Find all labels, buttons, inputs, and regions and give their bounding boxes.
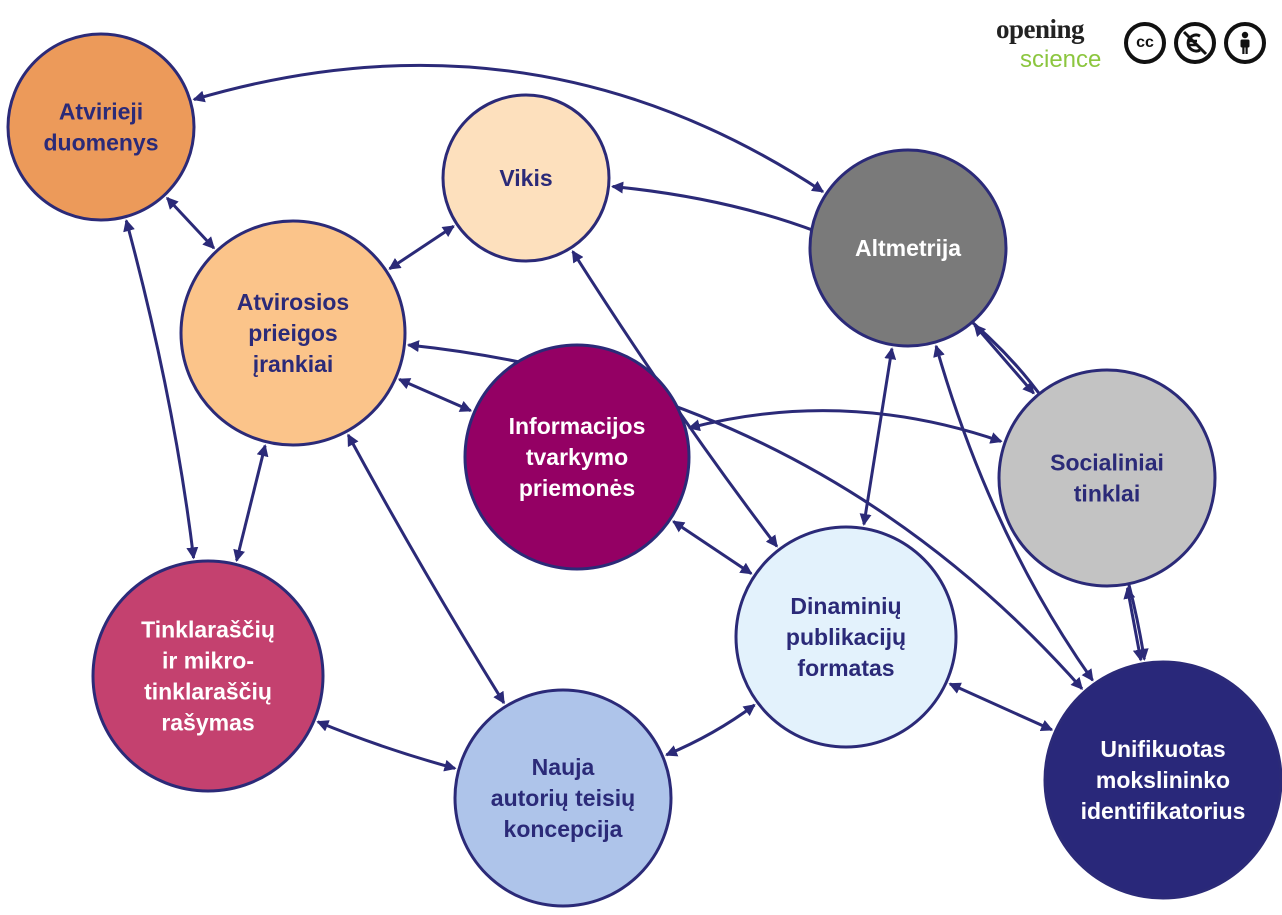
node-circle-dinaminiu	[734, 525, 958, 749]
node-label-atvirosios-1: prieigos	[248, 320, 337, 346]
node-circle-socialiniai	[997, 368, 1217, 588]
node-socialiniai: Socialiniai tinklai	[997, 368, 1217, 588]
node-label-dinaminiu-0: Dinaminių	[790, 593, 901, 619]
node-label-unifikuotas-0: Unifikuotas	[1100, 736, 1225, 762]
logo-word-opening: opening	[996, 14, 1085, 44]
edge-atvirieji-tinklarasciu	[123, 219, 199, 560]
edge-dinaminiu-unifikuotas	[948, 682, 1054, 732]
node-label-nauja-0: Nauja	[532, 754, 595, 780]
node-label-atvirosios-2: įrankiai	[253, 351, 334, 377]
node-label-atvirieji-1: duomenys	[43, 130, 158, 156]
node-label-unifikuotas-2: identifikatorius	[1081, 798, 1246, 824]
edge-informacijos-socialiniai	[687, 409, 1003, 444]
node-label-dinaminiu-1: publikacijų	[786, 624, 906, 650]
node-label-atvirosios-0: Atvirosios	[237, 289, 349, 315]
node-label-informacijos-1: tvarkymo	[526, 444, 628, 470]
node-vikis: Vikis	[441, 93, 611, 263]
nodes-layer: AtviriejiduomenysVikisAltmetrijaAtvirosi…	[6, 32, 1282, 908]
node-label-atvirieji-0: Atvirieji	[59, 99, 143, 125]
node-circle-vikis	[441, 93, 611, 263]
edge-vikis-atvirosios	[388, 224, 455, 271]
edge-socialiniai-unifikuotas	[1123, 586, 1145, 662]
node-atvirieji: Atvirieji duomenys	[6, 32, 196, 222]
edge-informacijos-dinaminiu	[672, 520, 753, 575]
edge-tinklarasciu-nauja	[316, 720, 457, 772]
node-nauja: Nauja autorių teisių koncepcija	[453, 688, 673, 908]
node-label-tinklarasciu-1: ir mikro-	[162, 648, 254, 674]
node-unifikuotas: Unifikuotas mokslininko identifikatorius	[1043, 660, 1282, 900]
node-circle-informacijos	[463, 343, 691, 571]
edge-altmetrija-socialiniai	[973, 323, 1035, 395]
edge-atvirieji-atvirosios	[166, 196, 215, 250]
node-label-socialiniai-0: Socialiniai	[1050, 450, 1164, 476]
node-label-nauja-2: koncepcija	[504, 816, 623, 842]
node-tinklarasciu: Tinklaraščių ir mikro-tinklaraščių rašymas	[91, 559, 325, 793]
node-label-vikis-0: Vikis	[499, 165, 552, 191]
non-commercial-euro-icon	[1174, 22, 1216, 64]
node-informacijos: Informacijos tvarkymo priemonės	[463, 343, 691, 571]
node-label-dinaminiu-2: formatas	[797, 655, 894, 681]
node-circle-nauja	[453, 688, 673, 908]
node-label-socialiniai-1: tinklai	[1074, 481, 1140, 507]
logo-word-science: science	[1020, 46, 1102, 73]
node-circle-atvirieji	[6, 32, 196, 222]
opening-science-logo: opening science cc	[996, 8, 1276, 88]
edge-atvirieji-altmetrija	[192, 63, 825, 193]
node-label-informacijos-2: priemonės	[519, 475, 635, 501]
attribution-person-icon	[1224, 22, 1266, 64]
node-label-altmetrija-0: Altmetrija	[855, 235, 961, 261]
node-label-informacijos-0: Informacijos	[509, 413, 646, 439]
node-altmetrija: Altmetrija	[808, 148, 1008, 348]
node-circle-atvirosios	[179, 219, 407, 447]
node-label-tinklarasciu-3: rašymas	[161, 710, 254, 736]
node-label-tinklarasciu-2: tinklaraščių	[144, 679, 272, 705]
node-circle-altmetrija	[808, 148, 1008, 348]
edge-atvirosios-tinklarasciu	[233, 444, 269, 562]
node-circle-tinklarasciu	[91, 559, 325, 793]
node-label-tinklarasciu-0: Tinklaraščių	[141, 617, 275, 643]
node-dinaminiu: Dinaminių publikacijų formatas	[734, 525, 958, 749]
cc-icon: cc	[1124, 22, 1166, 64]
edge-dinaminiu-nauja	[665, 703, 756, 757]
node-label-unifikuotas-1: mokslininko	[1096, 767, 1230, 793]
node-circle-unifikuotas	[1043, 660, 1282, 900]
edge-atvirosios-informacijos	[397, 378, 473, 412]
edge-altmetrija-dinaminiu	[859, 347, 897, 526]
node-label-nauja-1: autorių teisių	[491, 785, 635, 811]
node-atvirosios: Atvirosios prieigos įrankiai	[179, 219, 407, 447]
